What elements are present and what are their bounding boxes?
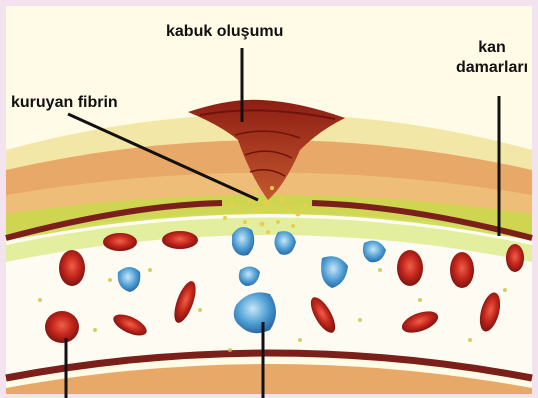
blood-vessels-label-line2: damarları	[452, 58, 532, 77]
red-blood-cell	[59, 250, 85, 286]
scab-formation-label: kabuk oluşumu	[166, 22, 283, 41]
red-blood-cell	[103, 233, 137, 251]
dried-fibrin-label: kuruyan fibrin	[11, 93, 118, 112]
red-blood-cell	[450, 252, 474, 288]
red-blood-cell	[397, 250, 423, 286]
white-blood-cell	[232, 227, 254, 256]
red-blood-cell	[162, 231, 198, 249]
red-blood-cell	[506, 244, 524, 272]
blood-vessels-label-line1: kan	[452, 38, 532, 57]
red-blood-cell	[45, 311, 79, 343]
